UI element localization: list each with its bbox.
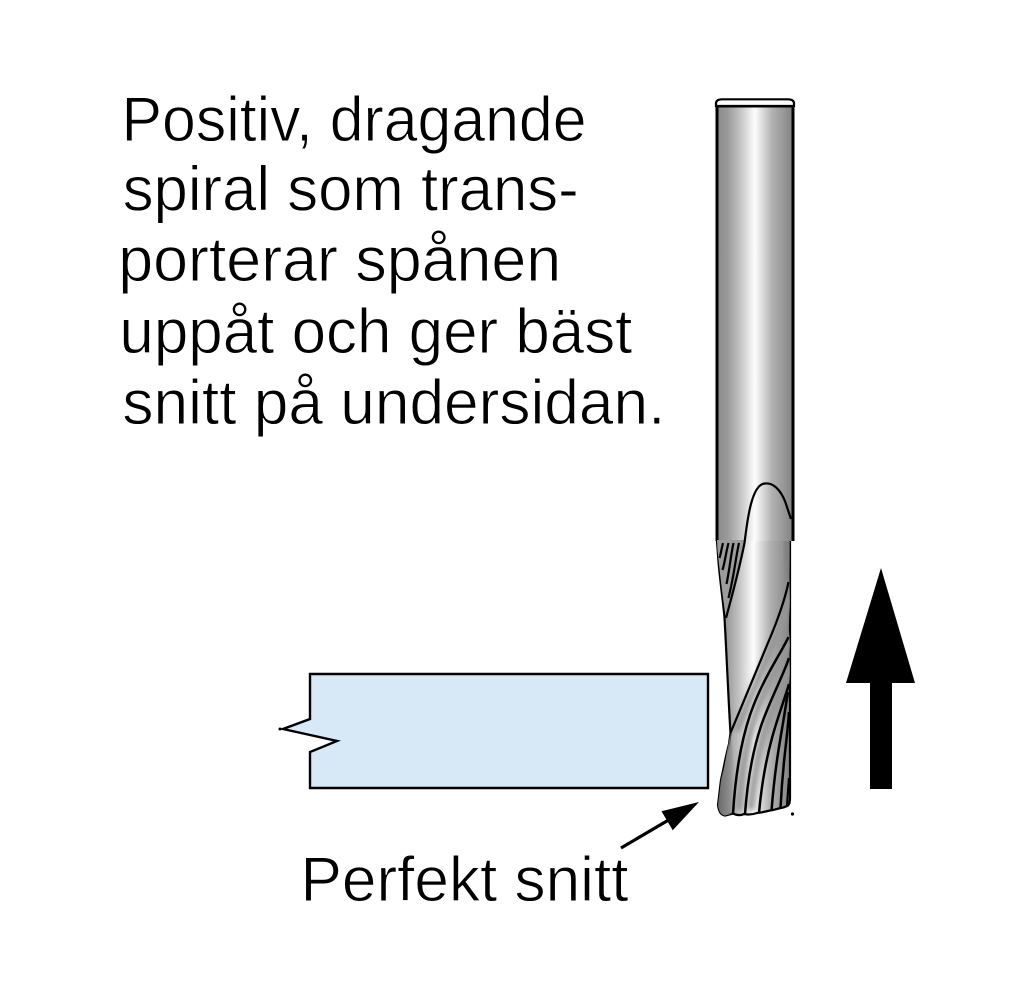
svg-text:Perfekt snitt: Perfekt snitt [301, 845, 629, 915]
svg-text:Positiv, dragande: Positiv, dragande [122, 85, 587, 155]
svg-text:snitt på undersidan.: snitt på undersidan. [122, 368, 665, 438]
svg-text:uppåt och ger bäst: uppåt och ger bäst [119, 297, 632, 367]
svg-text:porterar spånen: porterar spånen [118, 225, 561, 295]
svg-text:spiral som trans-: spiral som trans- [123, 155, 579, 225]
